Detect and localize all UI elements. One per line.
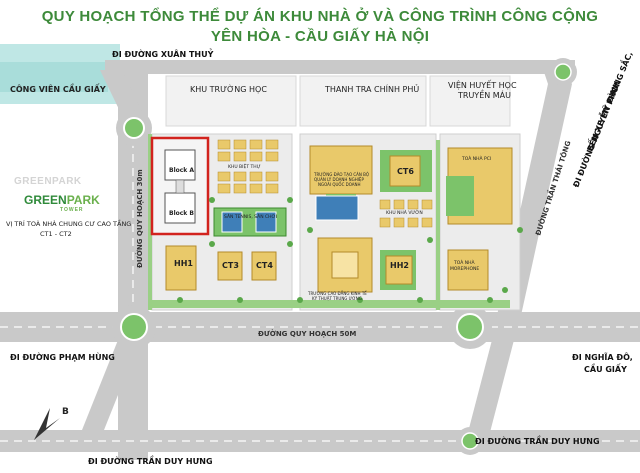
map-title-line-1: QUY HOẠCH TỔNG THỂ DỰ ÁN KHU NHÀ Ở VÀ CÔ… [41, 8, 599, 25]
road-label-50m: ĐƯỜNG QUY HOẠCH 50M [258, 329, 356, 338]
roundabout-s-green [461, 432, 479, 450]
technical-college-court [331, 251, 359, 279]
roundabouts [112, 58, 577, 455]
dir-tran-duy-hung-right: ĐI ĐƯỜNG TRẦN DUY HƯNG [475, 434, 600, 446]
label-business-school-3: NGOÀI QUỐC DOANH [318, 182, 361, 187]
business-school-building [309, 145, 373, 195]
brand-green: GREEN [24, 193, 67, 207]
road-label-30m: ĐƯỜNG QUY HOẠCH 30m [135, 169, 144, 268]
label-ct3: CT3 [222, 261, 239, 270]
ct3-building [217, 251, 243, 281]
ct6-building [389, 155, 421, 187]
label-inspectorate: THANH TRA CHÍNH PHỦ [324, 83, 419, 94]
label-ct6: CT6 [397, 167, 414, 176]
label-location-note-2: CT1 - CT2 [40, 230, 72, 238]
school-block [165, 75, 297, 127]
label-business-school-1: TRƯỜNG ĐÀO TẠO CÁN BỘ [313, 172, 369, 177]
dir-nguyen-phong-sac-2: BẾN XE MỸ ĐÌNH [583, 79, 622, 153]
road-diag-se [466, 340, 514, 440]
tennis-court-1 [221, 211, 243, 233]
roundabout-nw-green [123, 117, 145, 139]
dir-nghia-do-1: ĐI NGHĨA ĐÔ, [572, 351, 633, 362]
pci-garden [446, 176, 474, 216]
roundabout-w-green [120, 313, 148, 341]
label-tennis: SÂN TENNIS, SÂN CHƠI [224, 213, 277, 220]
brand-tower: TOWER [60, 207, 84, 213]
label-blood-institute-2: TRUYỀN MÁU [457, 88, 511, 100]
label-block-a: Block A [169, 167, 194, 174]
brand-park: PARK [66, 193, 100, 207]
label-business-school-2: QUẢN LÝ DOANH NGHIỆP [314, 177, 364, 182]
road-markings [0, 140, 640, 442]
inspectorate-block [299, 75, 427, 127]
label-morephone-2: MOREPHONE [450, 266, 479, 272]
label-hh2: HH2 [390, 261, 409, 270]
dir-xuan-thuy: ĐI ĐƯỜNG XUÂN THUỶ [112, 48, 214, 59]
green-strip-mid [436, 140, 440, 310]
label-technical-college-1: TRƯỜNG CAO ĐẲNG KINH TẾ [307, 290, 367, 296]
label-blood-institute-1: VIỆN HUYẾT HỌC [448, 79, 517, 91]
label-school: KHU TRƯỜNG HỌC [190, 83, 267, 94]
block-b-footprint [164, 192, 196, 224]
label-pci: TOÀ NHÀ PCI [461, 155, 491, 162]
label-block-b: Block B [169, 210, 194, 217]
trees [177, 197, 523, 303]
label-park: CÔNG VIÊN CẦU GIẤY [10, 82, 106, 94]
villas-cluster [217, 139, 279, 194]
green-strip-west [148, 134, 152, 310]
garden-houses-cluster [379, 199, 433, 228]
roundabout-e-green [456, 313, 484, 341]
dir-pham-hung: ĐI ĐƯỜNG PHẠM HÙNG [10, 351, 115, 362]
label-morephone-1: TOÀ NHÀ [453, 259, 475, 266]
label-garden-houses: KHU NHÀ VƯỜN [386, 209, 423, 216]
blood-institute-block [429, 75, 511, 127]
block-a-footprint [164, 149, 196, 181]
brand-logo: GREENPARK [24, 193, 100, 207]
brand-watermark: GREENPARK [14, 176, 82, 187]
compass-north-label: B [62, 407, 69, 417]
road-diag-sw [78, 340, 140, 440]
hh1-building [165, 245, 197, 291]
roundabout-ne-green [554, 63, 572, 81]
blocks-link [175, 179, 185, 194]
tennis-court-2 [255, 211, 277, 233]
morephone-building [447, 249, 489, 291]
road-top [105, 60, 575, 74]
compass-icon: B [34, 407, 69, 440]
teal-corner-inner [0, 62, 108, 92]
dir-tran-duy-hung-left: ĐI ĐƯỜNG TRẦN DUY HƯNG [88, 454, 213, 466]
hh2-building [385, 255, 413, 285]
sports-court [315, 195, 359, 221]
dir-nghia-do-2: CẦU GIẤY [584, 362, 627, 374]
green-strip-south [150, 300, 510, 308]
label-villas: KHU BIỆT THỰ [228, 162, 261, 170]
label-hh1: HH1 [174, 259, 193, 268]
label-ct4: CT4 [256, 261, 273, 270]
label-technical-college-2: KỸ THUẬT TRUNG ƯƠNG [312, 296, 362, 301]
ct4-building [251, 251, 277, 281]
map-title-line-2: YÊN HÒA - CẦU GIẤY HÀ NỘI [210, 28, 430, 45]
green-strips [148, 134, 510, 310]
label-location-note-1: VỊ TRÍ TOÀ NHÀ CHUNG CƯ CAO TẦNG [6, 218, 131, 228]
